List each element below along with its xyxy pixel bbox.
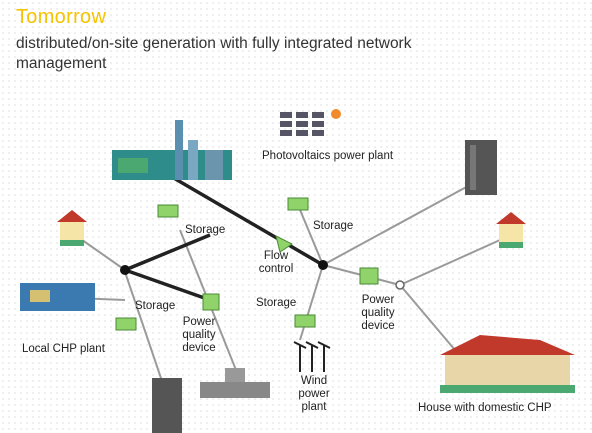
sun-icon xyxy=(331,109,341,119)
large-house-icon xyxy=(440,335,575,393)
junction-node xyxy=(318,260,328,270)
house-icon xyxy=(57,210,87,246)
storage-icon xyxy=(294,314,316,328)
power-quality-label: Power quality device xyxy=(182,316,216,354)
storage-label: Storage xyxy=(256,297,297,309)
storage-icon xyxy=(287,197,309,211)
local-chp-label: Local CHP plant xyxy=(22,343,105,355)
flow-control-icon xyxy=(275,235,293,253)
storage-icon xyxy=(115,317,137,331)
wind-plant-label: Wind power plant xyxy=(298,375,330,413)
wind-turbines-icon xyxy=(293,341,331,372)
power-quality-icon xyxy=(202,293,220,311)
junction-node xyxy=(395,280,405,290)
storage-label: Storage xyxy=(135,300,176,312)
photovoltaics-label: Photovoltaics power plant xyxy=(262,150,394,162)
house-chp-label: House with domestic CHP xyxy=(418,402,552,414)
device-boxes xyxy=(115,197,379,331)
solar-panels-icon xyxy=(280,109,341,136)
branch-lines xyxy=(74,184,501,391)
apartment-block-icon xyxy=(465,140,497,195)
house-icon xyxy=(496,212,526,248)
page-subtitle: distributed/on-site generation with full… xyxy=(16,35,412,72)
page-title: Tomorrow xyxy=(16,6,107,28)
industrial-plant-icon xyxy=(112,120,232,180)
junction-node xyxy=(120,265,130,275)
apartment-block-icon xyxy=(152,378,182,433)
flow-control-label: Flow control xyxy=(258,250,294,275)
storage-label: Storage xyxy=(185,224,226,236)
power-quality-label: Power quality device xyxy=(361,294,395,332)
chp-plant-icon xyxy=(20,283,95,311)
trunk-lines xyxy=(124,168,324,302)
storage-icon xyxy=(157,204,179,218)
ship-icon xyxy=(200,368,270,398)
power-quality-icon xyxy=(359,267,379,285)
storage-label: Storage xyxy=(313,220,354,232)
